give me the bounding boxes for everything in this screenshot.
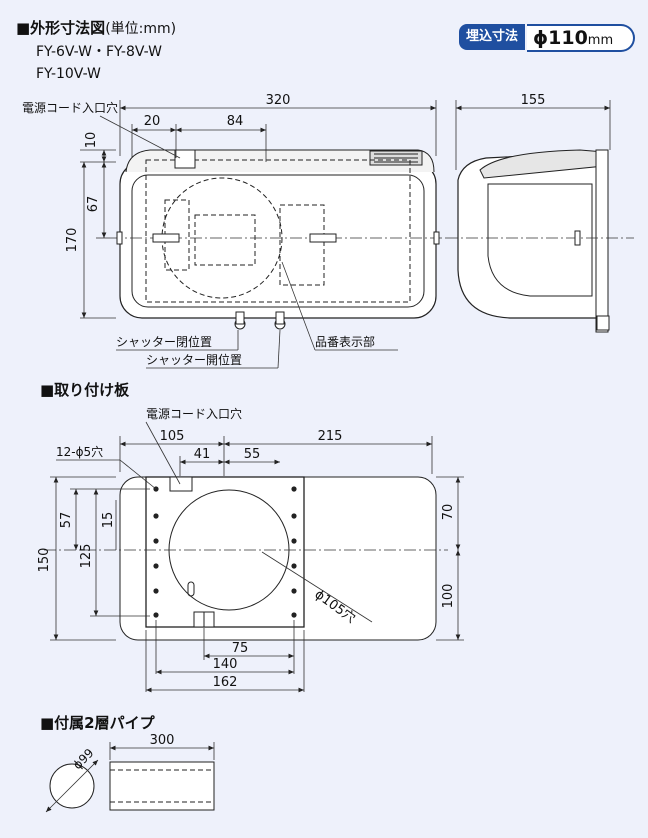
dim-75: 75 [232, 641, 249, 656]
label-holes: 12-ϕ5穴 [56, 444, 103, 459]
label-shutter-closed: シャッター閉位置 [116, 334, 212, 349]
plate-title: ■取り付け板 [40, 381, 130, 399]
label-cord-hole: 電源コード入口穴 [22, 100, 118, 115]
models-line-1: FY-6V-W・FY-8V-W [36, 44, 162, 60]
dim-10: 10 [84, 132, 99, 149]
badge-value-number: ϕ110 [533, 27, 588, 49]
pipe-view: ϕ99 300 [45, 733, 215, 813]
dim-57: 57 [59, 512, 74, 529]
dim-155: 155 [521, 93, 546, 108]
front-view: 320 20 84 10 67 170 電源コード入口穴 シャッター閉位置 [22, 93, 446, 369]
front-top-cover [125, 149, 435, 173]
dim-pipe-length: 300 [150, 733, 175, 748]
label-product-code: 品番表示部 [315, 334, 375, 349]
dim-215: 215 [318, 429, 343, 444]
front-cord-hole [174, 149, 196, 169]
dim-105: 105 [160, 429, 185, 444]
front-hidden-plate [145, 159, 411, 303]
dim-170: 170 [65, 228, 80, 253]
dim-41: 41 [194, 447, 211, 462]
outline-title: ■外形寸法図(単位:mm) [16, 19, 177, 37]
dim-20: 20 [144, 114, 161, 129]
dim-70: 70 [441, 504, 456, 521]
plate-cord-hole [169, 476, 193, 492]
dim-55: 55 [244, 447, 261, 462]
plate-screw-holes [153, 486, 297, 618]
side-view: 155 [446, 93, 634, 333]
dim-15: 15 [101, 512, 116, 529]
badge-label: 埋込寸法 [459, 24, 525, 50]
badge-unit: mm [587, 33, 614, 48]
pipe-body [109, 761, 215, 811]
front-inner-edge [131, 174, 425, 308]
dim-67: 67 [86, 196, 101, 213]
dim-125: 125 [79, 544, 94, 569]
outline-title-text: ■外形寸法図 [16, 19, 106, 37]
label-shutter-open: シャッター開位置 [146, 352, 242, 367]
dim-150: 150 [37, 548, 52, 573]
badge-value: ϕ110mm [527, 24, 635, 52]
outline-unit: (単位:mm) [105, 21, 177, 37]
dim-100: 100 [441, 584, 456, 609]
label-plate-cord-hole: 電源コード入口穴 [146, 406, 242, 421]
dim-162: 162 [213, 675, 238, 690]
embed-size-badge: 埋込寸法 ϕ110mm [457, 22, 635, 52]
mounting-plate-view: 105 215 41 55 電源コード入口穴 12-ϕ5穴 150 57 15 … [37, 406, 464, 693]
pipe-title: ■付属2層パイプ [40, 714, 155, 732]
dim-140: 140 [213, 657, 238, 672]
dim-320: 320 [266, 93, 291, 108]
dim-84: 84 [227, 114, 244, 129]
models-line-2: FY-10V-W [36, 66, 101, 82]
